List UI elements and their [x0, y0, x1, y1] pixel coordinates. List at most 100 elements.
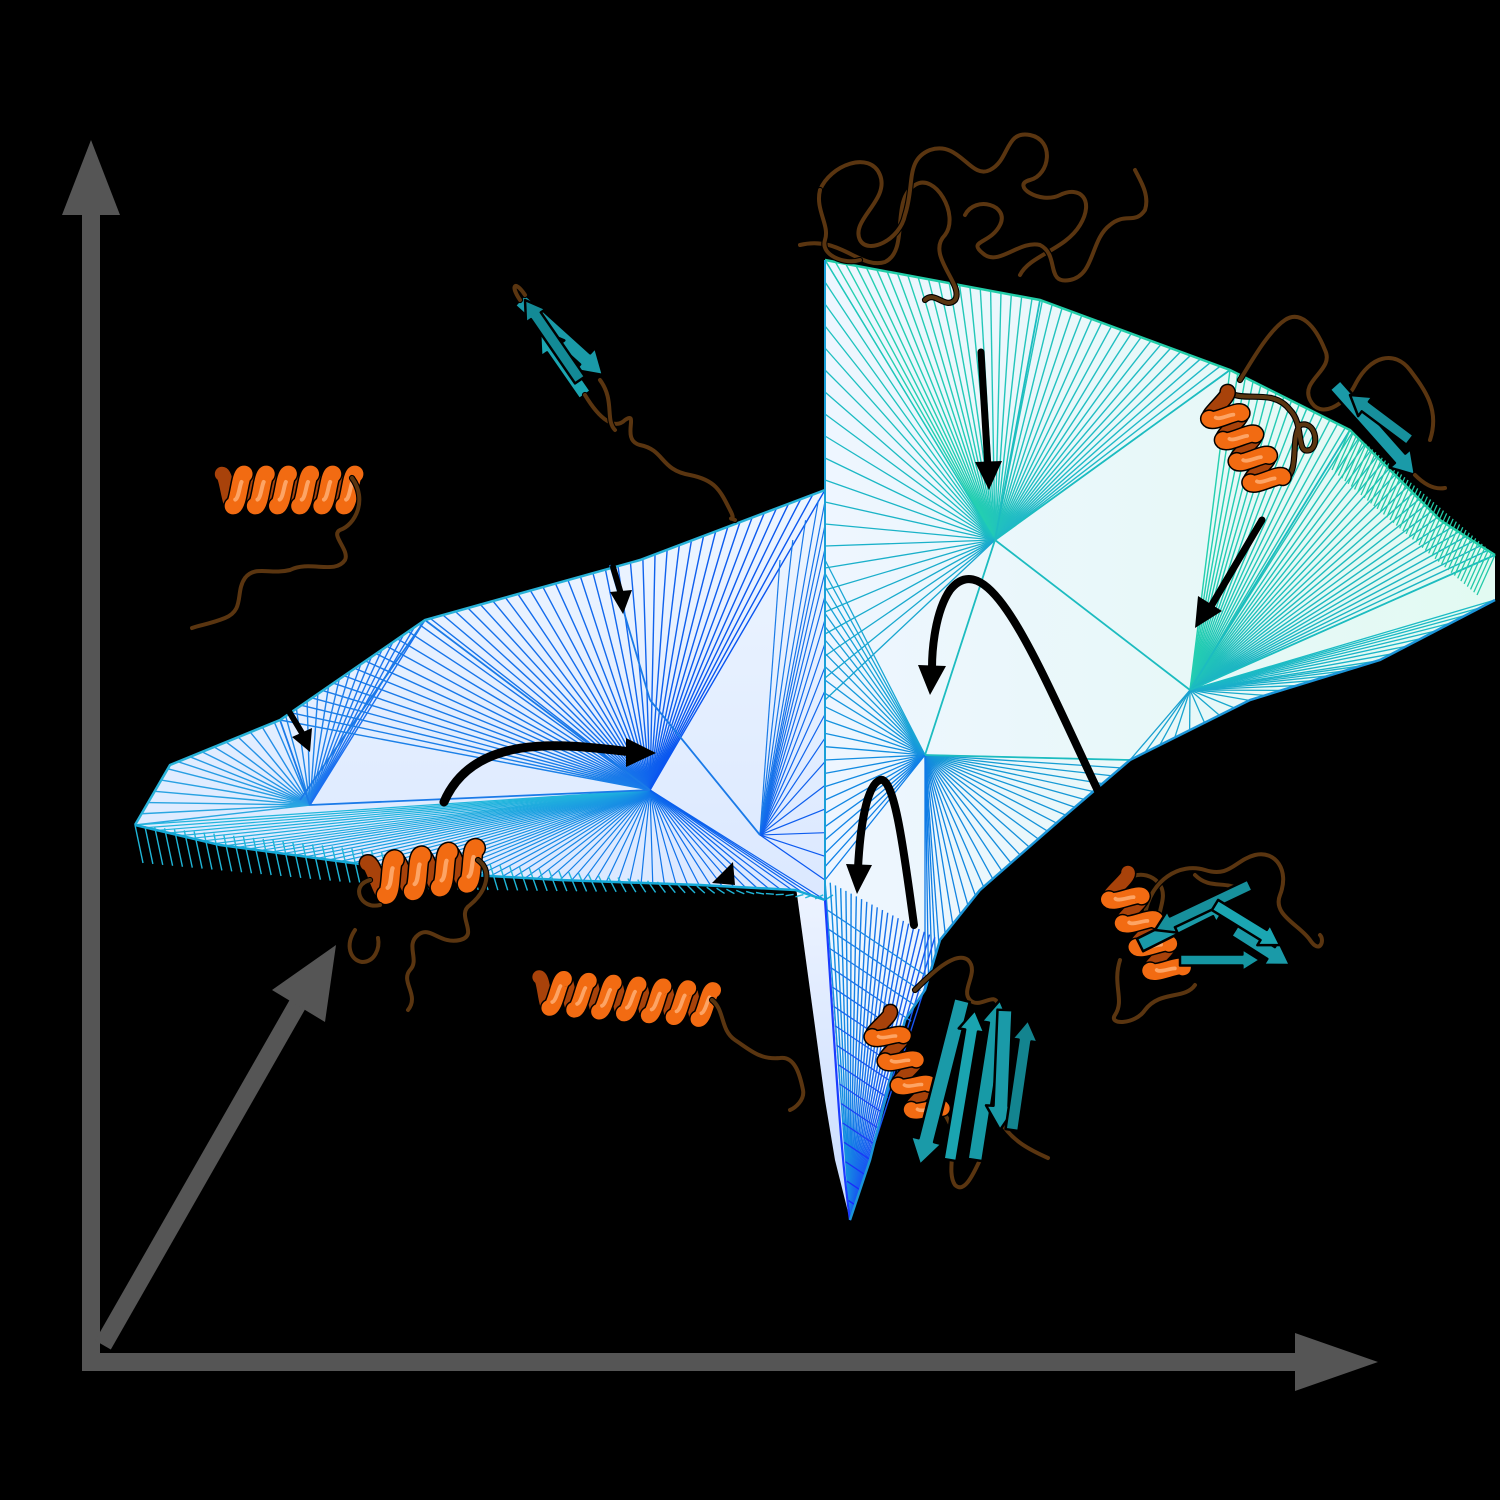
- mesh-line: [716, 887, 725, 895]
- mesh-line: [1331, 429, 1351, 471]
- mesh-line: [309, 678, 340, 806]
- mesh-line: [1189, 531, 1460, 691]
- arrow-down-left-wing: [610, 564, 632, 614]
- mesh-line: [454, 610, 651, 791]
- coil-segment: [816, 188, 862, 264]
- mesh-line: [1189, 492, 1414, 691]
- mesh-line: [824, 666, 926, 756]
- mesh-line: [924, 754, 1066, 816]
- mesh-line: [649, 789, 665, 884]
- mesh-line: [958, 284, 996, 541]
- mesh-line: [759, 559, 781, 836]
- mesh-ring: [829, 947, 917, 1007]
- mesh-line: [1189, 522, 1445, 691]
- mesh-line: [594, 789, 651, 882]
- mesh-line: [824, 347, 996, 541]
- mesh-line: [232, 835, 243, 873]
- left-basin-a: [134, 619, 426, 826]
- mesh-line: [994, 344, 1162, 541]
- mesh-line: [161, 779, 311, 806]
- mesh-line: [824, 559, 926, 756]
- right-basin-a2: [824, 259, 996, 701]
- mesh-line: [994, 299, 1041, 541]
- mesh-line: [1189, 480, 1402, 691]
- mesh-line: [649, 498, 802, 791]
- mesh-line: [282, 840, 292, 878]
- mesh-line: [1189, 689, 1266, 697]
- mesh-line: [994, 336, 1142, 541]
- mesh-line: [726, 888, 735, 895]
- mesh-line: [1373, 465, 1393, 507]
- mesh-line: [649, 789, 654, 884]
- helix-tail-structure-upper: [188, 464, 365, 632]
- mesh-line: [924, 754, 954, 925]
- mesh-line: [189, 756, 311, 806]
- mesh-line: [994, 358, 1201, 541]
- mesh-line: [924, 754, 940, 944]
- mesh-line: [924, 754, 1012, 864]
- mesh-line: [1189, 653, 1392, 691]
- mesh-line: [1189, 630, 1437, 691]
- mesh-line: [213, 746, 311, 806]
- mesh-line: [649, 789, 712, 886]
- coil-segment: [710, 998, 806, 1112]
- mesh-line: [649, 489, 826, 791]
- coil-segment: [1111, 958, 1197, 1024]
- mesh-line: [134, 824, 144, 864]
- mesh-line: [536, 789, 651, 880]
- mesh-line: [1189, 680, 1313, 691]
- mesh-line: [759, 540, 794, 836]
- mesh-line: [824, 391, 996, 541]
- mesh-line: [824, 754, 926, 801]
- mesh-line: [341, 847, 351, 883]
- landscape-mesh: [134, 259, 1496, 1221]
- mesh-line: [513, 789, 651, 878]
- coil-segment: [598, 378, 617, 432]
- mesh-line: [924, 754, 1039, 840]
- mesh-line: [649, 789, 735, 888]
- mesh-line: [759, 619, 826, 836]
- mesh-line: [824, 281, 996, 541]
- mesh-line: [824, 652, 926, 756]
- mesh-line: [696, 885, 706, 894]
- mesh-line: [824, 679, 926, 756]
- mesh-line: [1350, 446, 1370, 487]
- beta-strand: [1004, 1018, 1040, 1133]
- mesh-line: [154, 826, 164, 866]
- mesh-line: [309, 789, 651, 806]
- arrow-hairpin-funnel: [846, 776, 918, 929]
- mesh-line: [249, 731, 311, 806]
- mesh-ring: [846, 1180, 860, 1190]
- mesh-line: [759, 501, 826, 836]
- mesh-ring: [848, 1200, 856, 1206]
- mesh-line: [547, 789, 651, 880]
- mesh-line: [824, 501, 996, 541]
- mesh-line: [1428, 513, 1448, 554]
- mesh-line: [478, 789, 651, 876]
- mesh-line: [418, 623, 651, 791]
- mesh-line: [365, 660, 651, 791]
- mesh-line: [824, 706, 926, 756]
- mesh-line: [1366, 460, 1387, 501]
- mesh-line: [1189, 535, 1467, 691]
- mesh-line: [309, 641, 394, 806]
- mesh-line: [994, 333, 1132, 541]
- unfolded-coil-structure: [796, 131, 1150, 306]
- mesh-line: [824, 754, 926, 774]
- mesh-line: [279, 719, 651, 791]
- mesh-line: [855, 265, 996, 541]
- mesh-line: [1450, 532, 1470, 574]
- mesh-line: [649, 789, 758, 889]
- mesh-line: [1189, 645, 1407, 691]
- mesh-line: [242, 836, 253, 874]
- mesh-line: [924, 754, 1076, 808]
- helix-tail-structure-lower: [346, 837, 490, 1014]
- mesh-line: [177, 761, 311, 806]
- mesh-line: [386, 645, 651, 791]
- mesh-line: [924, 754, 946, 934]
- mesh-line: [455, 789, 651, 875]
- mesh-line: [1189, 429, 1351, 691]
- mesh-line: [824, 413, 996, 541]
- mesh-line: [640, 789, 651, 883]
- mesh-line: [759, 808, 826, 836]
